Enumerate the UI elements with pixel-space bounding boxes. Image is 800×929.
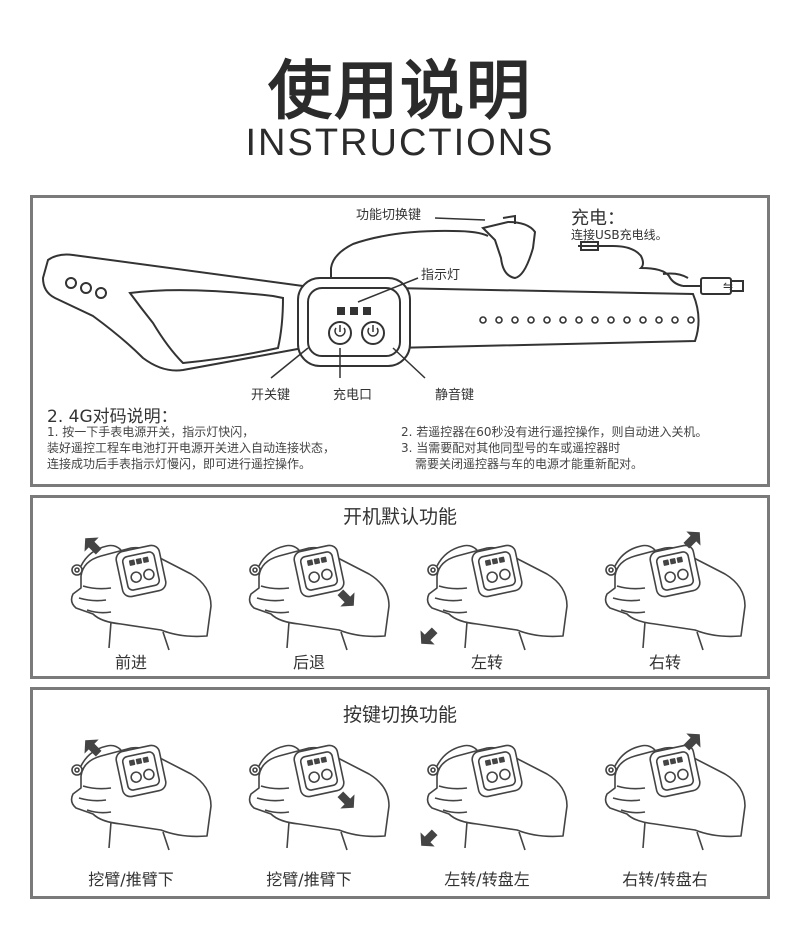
- direction-arrow-icon: [337, 791, 355, 809]
- label-function-switch: 功能切换键: [356, 208, 422, 223]
- direction-arrow-icon: [84, 537, 102, 555]
- svg-text:⇋: ⇋: [723, 279, 733, 293]
- pairing-note-1b: 装好遥控工程车电池打开电源开关进入自动连接状态，: [47, 441, 336, 455]
- switch-functions-panel: 按键切换功能 挖臂/推臂下 挖臂/推臂下 左转/转盘左 右转/转盘右: [30, 687, 770, 899]
- function-caption: 挖臂/推臂下: [88, 870, 174, 889]
- pairing-note-2: 2. 若遥控器在60秒没有进行遥控操作，则自动进入关机。: [401, 425, 708, 439]
- label-charge-title: 充电：: [571, 208, 625, 229]
- hand-controller-illustration: [248, 744, 390, 851]
- direction-arrow-icon: [84, 739, 102, 757]
- hand-controller-illustration: [426, 544, 568, 651]
- hand-controller-illustration: [426, 744, 568, 851]
- hand-controller-illustration: [248, 544, 390, 651]
- function-caption: 挖臂/推臂下: [266, 870, 352, 889]
- switch-functions-title: 按键切换功能: [342, 704, 457, 726]
- label-charge-port: 充电口: [333, 388, 373, 403]
- direction-arrow-icon: [683, 531, 701, 549]
- hand-controller-illustration: [70, 744, 212, 851]
- function-caption: 右转/转盘右: [622, 870, 708, 889]
- direction-arrow-icon: [337, 589, 355, 607]
- diagram-panel: ⇋ 功能切换键 充电： 连接USB充电线。 指示灯 开关键 充电口 静音键 2.…: [30, 195, 770, 487]
- direction-arrow-icon: [420, 627, 438, 645]
- label-mute-button: 静音键: [435, 388, 475, 403]
- direction-arrow-icon: [683, 733, 701, 751]
- label-indicator: 指示灯: [421, 268, 461, 283]
- function-caption: 后退: [292, 653, 325, 672]
- default-functions-panel: 开机默认功能 前进 后退 左转 右转: [30, 495, 770, 679]
- function-caption: 右转: [648, 653, 681, 672]
- direction-arrow-icon: [420, 829, 438, 847]
- hand-controller-illustration: [604, 744, 746, 851]
- function-caption: 左转: [470, 653, 503, 672]
- page-title-en: INSTRUCTIONS: [245, 122, 555, 164]
- label-charge-desc: 连接USB充电线。: [571, 228, 668, 242]
- label-power-button: 开关键: [251, 388, 291, 403]
- hand-controller-illustration: [70, 544, 212, 651]
- pairing-title: 2. 4G对码说明：: [47, 407, 178, 427]
- pairing-note-1c: 连接成功后手表指示灯慢闪，即可进行遥控操作。: [47, 457, 312, 471]
- default-functions-title: 开机默认功能: [342, 506, 457, 528]
- hand-controller-illustration: [604, 544, 746, 651]
- page-title-cn: 使用说明: [268, 55, 532, 129]
- pairing-note-1a: 1. 按一下手表电源开关，指示灯快闪，: [47, 425, 255, 439]
- function-caption: 前进: [114, 653, 147, 672]
- pairing-note-3a: 3. 当需要配对其他同型号的车或遥控器时: [401, 441, 621, 455]
- watch-diagram: ⇋: [41, 214, 744, 379]
- pairing-note-3b: 需要关闭遥控器与车的电源才能重新配对。: [415, 457, 644, 471]
- function-caption: 左转/转盘左: [444, 870, 530, 889]
